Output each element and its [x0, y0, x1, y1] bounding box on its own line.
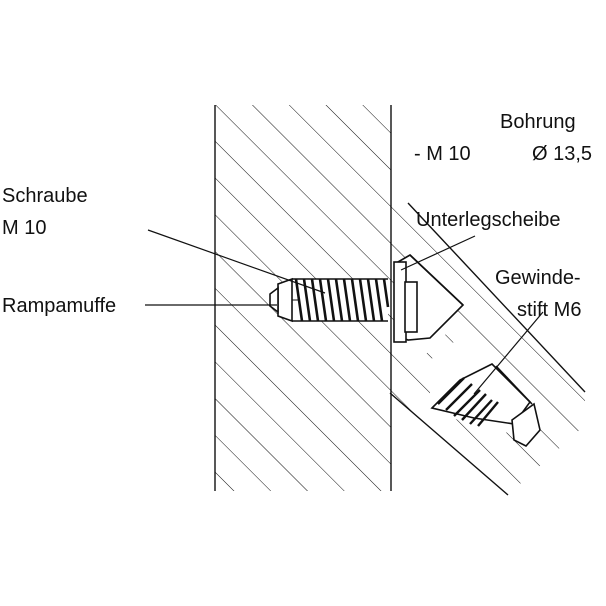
- screw-thread: [292, 278, 390, 322]
- leader-gewindestift: [473, 311, 544, 395]
- leader-lines: [145, 229, 544, 395]
- sleeve: [269, 277, 300, 323]
- label-schraube: Schraube: [2, 185, 88, 207]
- label-bohrung-diameter: Ø 13,5: [532, 143, 592, 165]
- washer: [393, 254, 465, 343]
- label-schraube-size: M 10: [2, 217, 46, 239]
- leader-unterlegscheibe: [400, 235, 476, 271]
- label-gewindestift-size: stift M6: [517, 299, 581, 321]
- label-rampamuffe: Rampamuffe: [2, 295, 116, 317]
- label-m10: - M 10: [414, 143, 471, 165]
- leader-schraube: [147, 229, 326, 294]
- label-unterlegscheibe: Unterlegscheibe: [416, 209, 561, 231]
- angled-board-section: [389, 202, 586, 496]
- label-bohrung: Bohrung: [500, 111, 576, 133]
- grub-screw: [430, 363, 541, 447]
- label-gewindestift: Gewinde-: [495, 267, 581, 289]
